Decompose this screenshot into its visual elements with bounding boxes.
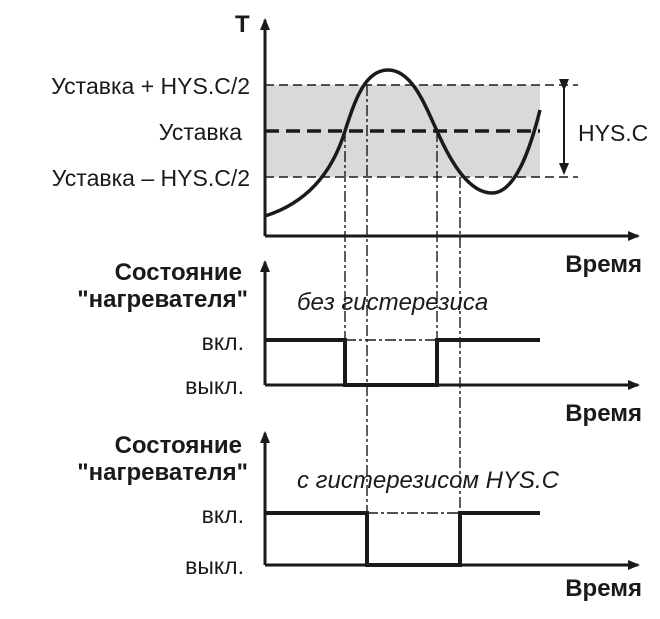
y-axis-label: T [235, 11, 250, 38]
state-title-1-line1: Состояние [115, 259, 242, 286]
setpoint-plus-label: Уставка + HYS.C/2 [51, 73, 250, 99]
setpoint-label: Уставка [159, 119, 242, 145]
setpoint-minus-label: Уставка – HYS.C/2 [52, 165, 250, 191]
off-label-2: выкл. [185, 553, 244, 579]
time-label-middle: Время [565, 400, 642, 427]
state-title-1-line2: "нагревателя" [77, 286, 248, 313]
state-title-2-line2: "нагревателя" [77, 459, 248, 486]
time-label-bottom: Время [565, 575, 642, 602]
state-title-2-line1: Состояние [115, 432, 242, 459]
on-label-1: вкл. [202, 329, 244, 355]
on-label-2: вкл. [202, 502, 244, 528]
off-label-1: выкл. [185, 373, 244, 399]
no-hysteresis-caption: без гистерезиса [297, 289, 488, 316]
with-hysteresis-caption: с гистерезисом HYS.C [297, 467, 560, 494]
heater-state-with-hysteresis [265, 511, 540, 567]
temperature-curve [264, 68, 542, 218]
time-label-top: Время [565, 251, 642, 278]
heater-state-no-hysteresis [265, 338, 540, 387]
hys-label: HYS.C [578, 120, 648, 146]
